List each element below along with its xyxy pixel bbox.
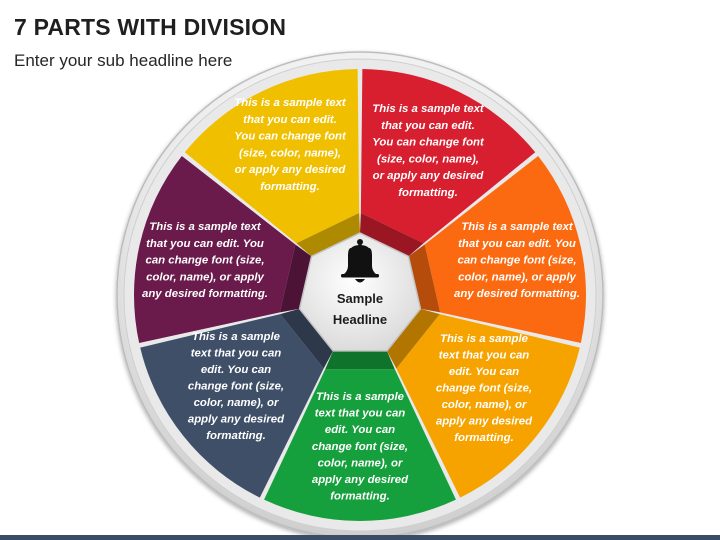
segment-orange (424, 155, 587, 343)
segment-text-line: This is a sample text (372, 103, 485, 115)
segment-text-line: This is a sample text (234, 97, 347, 109)
segments-layer (134, 69, 587, 521)
segment-band-slate (280, 308, 334, 369)
segment-text-line: text that you can (191, 348, 282, 360)
segment-text-line: text that you can (439, 350, 530, 362)
page-title: 7 PARTS WITH DIVISION (14, 14, 287, 40)
segment-text-line: color, name), or (318, 457, 403, 469)
segment-text-line: color, name), or apply (458, 271, 576, 283)
segment-text-line: formatting. (454, 432, 513, 444)
segment-green (264, 369, 456, 521)
segment-text-line: any desired formatting. (454, 288, 580, 300)
segment-text-line: change font (size, (436, 383, 532, 395)
segment-text-line: color, name), or apply (146, 271, 264, 283)
segment-band-yellow-top (296, 213, 360, 257)
segment-text-line: or apply any desired (373, 170, 485, 182)
bell-icon (341, 239, 379, 283)
segment-text-line: This is a sample text (149, 221, 262, 233)
segment-text-line: formatting. (330, 491, 389, 503)
segment-gold (396, 314, 580, 498)
segment-band-red (360, 213, 424, 257)
page-subtitle: Enter your sub headline here (14, 51, 233, 70)
segment-text-gold: This is a sample text that you can edit. Y… (436, 333, 533, 444)
segment-text-line: that you can edit. (243, 114, 337, 126)
segment-text-line: (size, color, name), (239, 147, 341, 159)
segment-text-line: color, name), or (442, 399, 527, 411)
segment-text-line: change font (size, (312, 441, 408, 453)
bottom-accent-bar (0, 535, 720, 540)
segment-text-line: This is a sample (440, 333, 529, 345)
center-hub (298, 232, 422, 352)
segment-text-layer: This is a sample text that you can edit. Y… (142, 97, 580, 503)
segment-text-line: formatting. (260, 181, 319, 193)
segment-text-green: This is a sample text that you can edit. Y… (312, 391, 409, 503)
segment-text-line: can change font (size, (146, 255, 265, 267)
segment-text-line: apply any desired (188, 414, 285, 426)
segment-text-line: This is a sample (316, 391, 405, 403)
segment-text-line: edit. You can (325, 424, 395, 436)
segment-text-line: formatting. (206, 430, 265, 442)
segment-text-slate: This is a sample text that you can edit. Y… (188, 331, 285, 442)
segment-text-line: apply any desired (436, 416, 533, 428)
center-headline-line1: Sample (337, 291, 383, 306)
segment-text-line: apply any desired (312, 474, 409, 486)
segment-text-line: edit. You can (201, 364, 271, 376)
segment-text-line: that you can edit. You (146, 238, 264, 250)
segment-text-line: or apply any desired (235, 164, 347, 176)
segment-yellow-top (184, 69, 360, 244)
segment-text-line: This is a sample text (461, 221, 574, 233)
segment-text-orange: This is a sample text that you can edit. … (454, 221, 580, 300)
segment-text-red: This is a sample text that you can edit. Y… (372, 103, 485, 199)
segment-red (360, 69, 536, 244)
segment-band-gold (386, 308, 440, 369)
segment-purple (134, 155, 296, 343)
segment-text-line: edit. You can (449, 366, 519, 378)
segment-text-yellow-top: This is a sample text that you can edit. Y… (234, 97, 347, 193)
segment-text-line: any desired formatting. (142, 288, 268, 300)
segment-band-purple (279, 244, 312, 313)
segment-text-line: color, name), or (194, 397, 279, 409)
segment-text-line: You can change font (372, 137, 485, 149)
segment-text-line: change font (size, (188, 381, 284, 393)
segment-text-line: You can change font (234, 131, 347, 143)
segment-text-line: that you can edit. You (458, 238, 576, 250)
segment-text-line: (size, color, name), (377, 153, 479, 165)
segment-band-orange (408, 244, 441, 313)
segment-slate (140, 314, 324, 498)
segment-text-line: that you can edit. (381, 120, 475, 132)
segment-band-green (325, 350, 395, 370)
center-headline-line2: Headline (333, 312, 387, 327)
segment-text-line: can change font (size, (458, 255, 577, 267)
segment-text-line: formatting. (398, 187, 457, 199)
segment-text-purple: This is a sample text that you can edit. … (142, 221, 268, 300)
segment-text-line: This is a sample (192, 331, 281, 343)
segment-text-line: text that you can (315, 408, 406, 420)
